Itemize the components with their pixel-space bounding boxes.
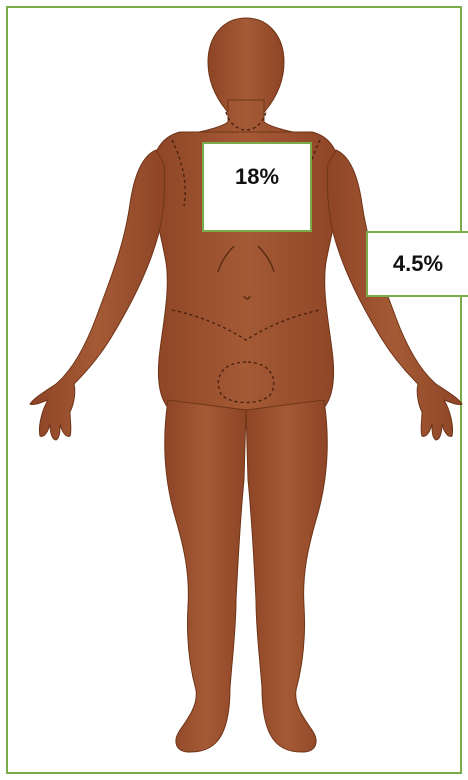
left-arm <box>30 150 165 440</box>
arm-percentage-label: 4.5% <box>366 231 468 297</box>
chest-percentage-label: 18% <box>202 142 312 232</box>
arm-percentage-text: 4.5% <box>393 251 443 277</box>
body-silhouette <box>30 18 462 752</box>
chest-percentage-text: 18% <box>235 164 279 190</box>
neck <box>180 100 312 136</box>
left-leg <box>165 400 246 752</box>
right-leg <box>246 400 327 752</box>
